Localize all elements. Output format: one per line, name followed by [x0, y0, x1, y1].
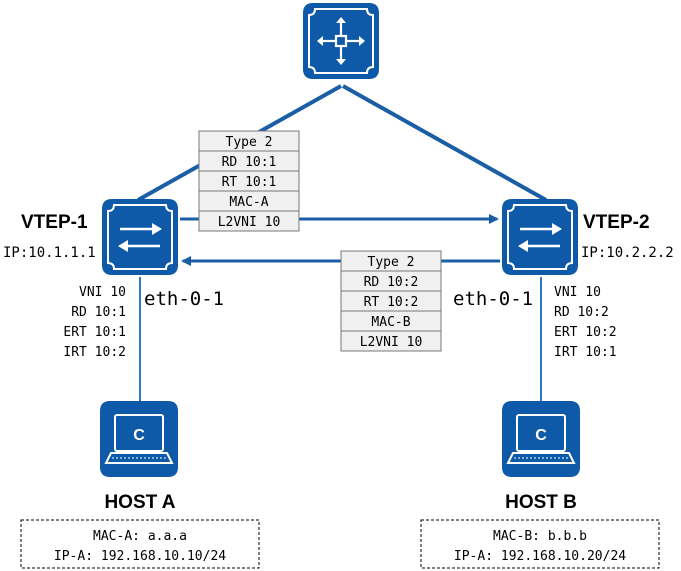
route-l2vni: L2VNI 10	[218, 215, 281, 230]
vtep1-config-irt: IRT 10:2	[63, 345, 126, 360]
switch-arrows-icon	[118, 223, 162, 252]
route-rt: RT 10:1	[222, 175, 277, 190]
route-rd: RD 10:2	[364, 275, 419, 290]
hostA-device: C	[100, 401, 178, 477]
vtep2-config-ert: ERT 10:2	[554, 325, 617, 340]
vtep1-switch	[102, 199, 178, 275]
hostA-info-box	[20, 519, 260, 569]
route-mac: MAC-B	[371, 315, 410, 330]
vtep2-switch	[502, 199, 578, 275]
vtep2-name: VTEP-2	[583, 212, 650, 233]
switch-arrows-icon	[518, 223, 562, 252]
route-type: Type 2	[226, 135, 273, 150]
vtep1-ip: IP:10.1.1.1	[3, 245, 96, 261]
host-glyph: C	[535, 427, 547, 444]
laptop-icon: C	[506, 414, 576, 464]
vtep2-port: eth-0-1	[453, 288, 533, 310]
route-mac: MAC-A	[229, 195, 268, 210]
route-type: Type 2	[368, 255, 415, 270]
router-arrows-icon	[317, 17, 365, 65]
vtep1-config-vni: VNI 10	[79, 285, 126, 300]
route-l2vni: L2VNI 10	[360, 335, 423, 350]
hostA-mac: MAC-A: a.a.a	[93, 529, 187, 544]
vtep2-ip: IP:10.2.2.2	[581, 245, 674, 261]
route-table-vtep2: Type 2 RD 10:2 RT 10:2 MAC-B L2VNI 10	[340, 250, 442, 352]
vtep1-name: VTEP-1	[21, 212, 88, 233]
route-rd: RD 10:1	[222, 155, 277, 170]
vtep1-config-rd: RD 10:1	[71, 305, 126, 320]
laptop-icon: C	[104, 414, 174, 464]
route-table-vtep1: Type 2 RD 10:1 RT 10:1 MAC-A L2VNI 10	[198, 130, 300, 232]
hostB-device: C	[502, 401, 580, 477]
hostA-name: HOST A	[104, 492, 175, 513]
vtep2-config-irt: IRT 10:1	[554, 345, 617, 360]
link-spine-vtep2	[342, 84, 547, 202]
hostB-mac: MAC-B: b.b.b	[493, 529, 587, 544]
hostA-ip: IP-A: 192.168.10.10/24	[54, 549, 226, 564]
host-glyph: C	[133, 427, 145, 444]
vtep2-config-vni: VNI 10	[554, 285, 601, 300]
hostB-info-box	[420, 519, 660, 569]
vtep1-port: eth-0-1	[144, 288, 224, 310]
vtep2-config-rd: RD 10:2	[554, 305, 609, 320]
route-rt: RT 10:2	[364, 295, 419, 310]
hostB-name: HOST B	[505, 492, 577, 513]
vtep1-config-ert: ERT 10:1	[63, 325, 126, 340]
spine-router	[303, 3, 379, 79]
hostB-ip: IP-A: 192.168.10.20/24	[454, 549, 626, 564]
